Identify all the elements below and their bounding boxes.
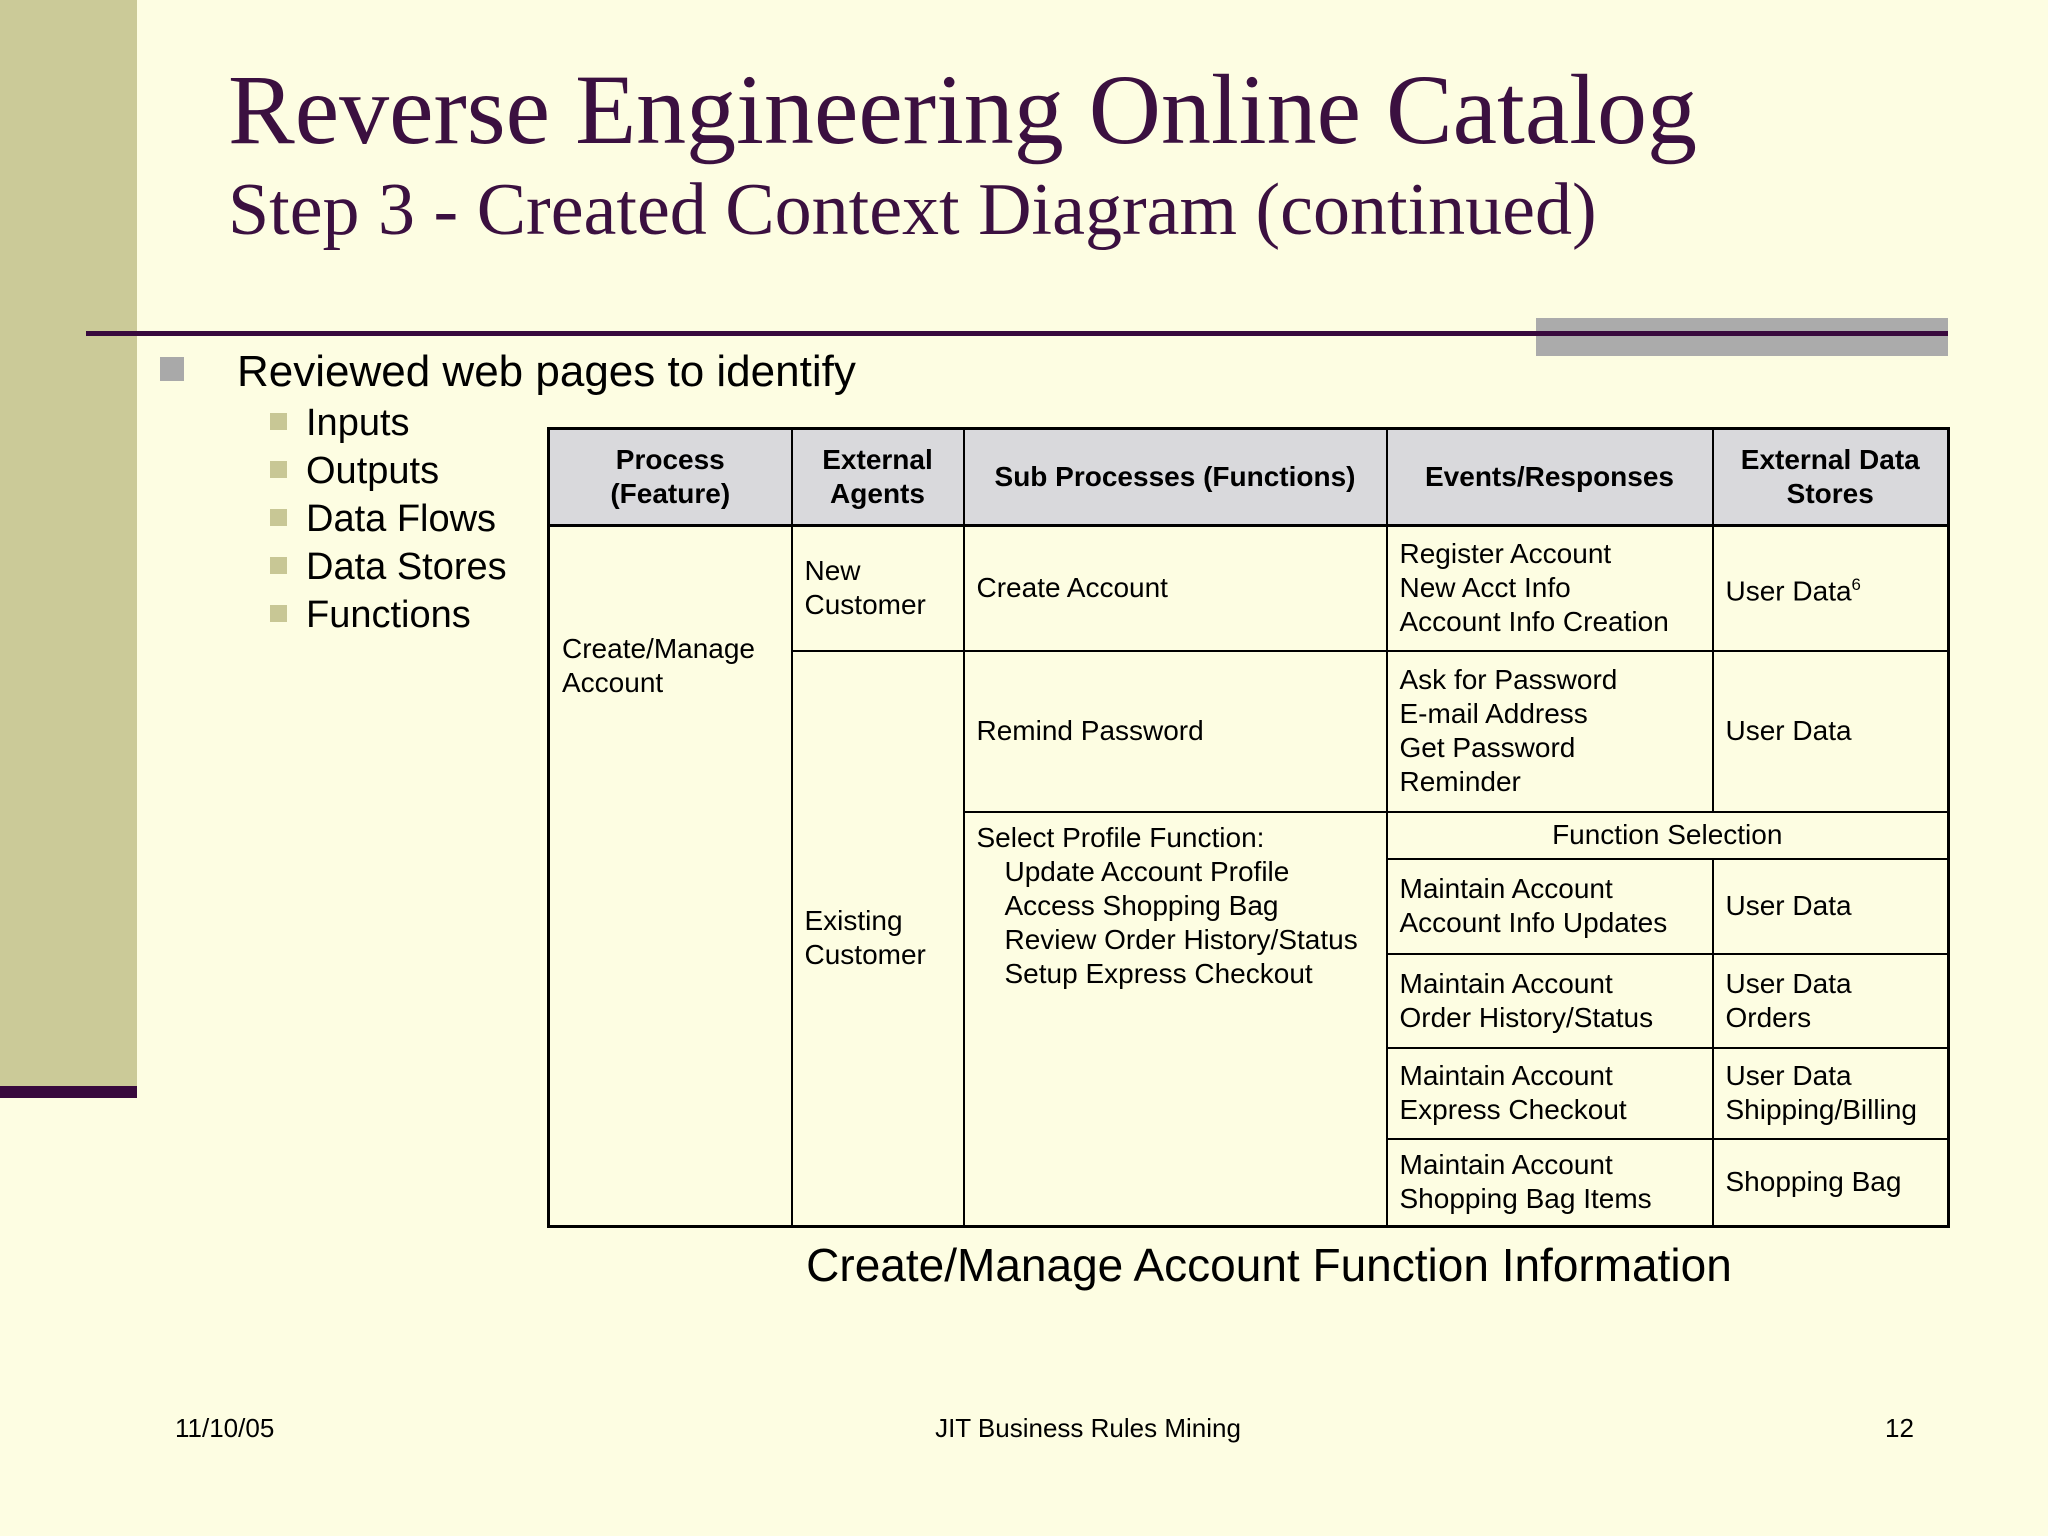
select-profile-title: Select Profile Function:: [976, 821, 1265, 853]
list-item: Outputs: [270, 448, 507, 496]
header-sub-processes: Sub Processes (Functions): [962, 427, 1388, 527]
bullet-text: Reviewed web pages to identify: [237, 347, 856, 396]
sub-bullet-label: Functions: [306, 594, 471, 636]
header-process-feature: Process (Feature): [547, 427, 793, 527]
header-external-agents: External Agents: [790, 427, 965, 527]
cell-process-feature: Create/Manage Account: [547, 524, 793, 1228]
sub-bullet-label: Inputs: [306, 402, 410, 444]
sub-bullet-square-icon: [270, 605, 287, 622]
sub-bullet-list: Inputs Outputs Data Flows Data Stores Fu…: [270, 400, 507, 640]
page-subtitle: Step 3 - Created Context Diagram (contin…: [228, 169, 1597, 251]
list-item: Inputs: [270, 400, 507, 448]
list-item: Data Flows: [270, 496, 507, 544]
header-events-responses: Events/Responses: [1385, 427, 1714, 527]
cell-events-create-account: Register Account New Acct Info Account I…: [1385, 524, 1714, 652]
cell-store-user-data-shipping: User Data Shipping/Billing: [1711, 1046, 1950, 1140]
function-information-table: Process (Feature) External Agents Sub Pr…: [547, 427, 1950, 1228]
cell-subprocess-select-profile: Select Profile Function: Update Account …: [962, 810, 1388, 1228]
cell-subprocess-remind-password: Remind Password: [962, 649, 1388, 813]
sub-bullet-label: Outputs: [306, 450, 440, 492]
divider-accent-bar: [1536, 318, 1948, 356]
sub-bullet-label: Data Flows: [306, 498, 497, 540]
page-title: Reverse Engineering Online Catalog: [228, 54, 1697, 165]
cell-subprocess-create-account: Create Account: [962, 524, 1388, 652]
cell-store-user-data: User Data6: [1711, 524, 1950, 652]
sub-bullet-label: Data Stores: [306, 546, 507, 588]
footer-date: 11/10/05: [175, 1413, 275, 1443]
cell-events-remind-password: Ask for Password E-mail Address Get Pass…: [1385, 649, 1714, 813]
header-external-data-stores: External Data Stores: [1711, 427, 1950, 527]
cell-events-shopping-bag-items: Maintain Account Shopping Bag Items: [1385, 1137, 1714, 1228]
cell-store-shopping-bag: Shopping Bag: [1711, 1137, 1950, 1228]
sub-bullet-square-icon: [270, 413, 287, 430]
cell-agent-new-customer: New Customer: [790, 524, 965, 652]
cell-agent-existing-customer: Existing Customer: [790, 649, 965, 1228]
sub-bullet-square-icon: [270, 557, 287, 574]
footer-title: JIT Business Rules Mining: [935, 1413, 1241, 1443]
cell-store-user-data: User Data: [1711, 649, 1950, 813]
title-divider-line: [86, 331, 1948, 336]
cell-function-selection: Function Selection: [1385, 810, 1950, 860]
list-item: Data Stores: [270, 544, 507, 592]
sidebar-strip: [0, 0, 137, 1087]
cell-events-account-info-updates: Maintain Account Account Info Updates: [1385, 857, 1714, 955]
list-item: Functions: [270, 592, 507, 640]
cell-events-order-history: Maintain Account Order History/Status: [1385, 952, 1714, 1049]
sidebar-accent-bar: [0, 1086, 137, 1098]
table-caption: Create/Manage Account Function Informati…: [806, 1239, 1732, 1291]
sub-bullet-square-icon: [270, 509, 287, 526]
select-profile-items: Update Account Profile Access Shopping B…: [1004, 855, 1358, 989]
cell-events-express-checkout: Maintain Account Express Checkout: [1385, 1046, 1714, 1140]
store-label: User Data: [1725, 575, 1852, 607]
footnote-marker: 6: [1851, 575, 1861, 595]
cell-store-user-data-orders: User Data Orders: [1711, 952, 1950, 1049]
cell-store-user-data: User Data: [1711, 857, 1950, 955]
bullet-square-icon: [160, 357, 184, 381]
footer-page-number: 12: [1885, 1413, 1914, 1443]
sub-bullet-square-icon: [270, 461, 287, 478]
